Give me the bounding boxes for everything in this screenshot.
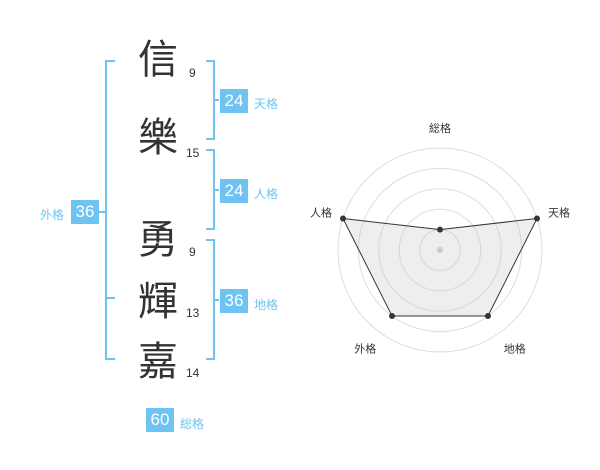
- radar-point-1: [534, 215, 541, 222]
- name-char-5: 嘉: [138, 339, 178, 385]
- radar-point-4: [339, 215, 346, 222]
- radar-axis-label: 総格: [429, 121, 451, 135]
- radar-series-polygon: [342, 217, 538, 317]
- tenkaku-label: 天格: [254, 97, 279, 111]
- gaikaku-label: 外格: [40, 208, 65, 222]
- radar-axis-label: 外格: [354, 342, 376, 356]
- stroke-count-2: 15: [186, 146, 200, 160]
- stroke-count-1: 9: [189, 66, 196, 80]
- name-char-1: 信: [138, 37, 178, 83]
- radar-axis-label: 地格: [504, 342, 526, 356]
- radar-grid-ring: [378, 188, 502, 312]
- stroke-count-5: 14: [186, 366, 200, 380]
- radar-center-dot: [437, 247, 443, 253]
- soukaku-badge: 60: [146, 408, 174, 432]
- name-char-4: 輝: [138, 279, 178, 325]
- radar-point-3: [389, 313, 396, 320]
- stroke-count-4: 13: [186, 306, 200, 320]
- soukaku-label: 総格: [180, 417, 205, 431]
- radar-axis-label: 天格: [548, 205, 570, 219]
- name-char-2: 樂: [138, 115, 178, 161]
- chikaku-label: 地格: [254, 298, 279, 312]
- radar-grid-ring: [398, 208, 482, 292]
- gaikaku-badge: 36: [71, 200, 99, 224]
- jinkaku-label: 人格: [254, 187, 279, 201]
- radar-axis-label: 人格: [310, 205, 332, 219]
- tenkaku-badge: 24: [220, 89, 248, 113]
- radar-point-2: [484, 313, 491, 320]
- radar-point-0: [437, 226, 443, 233]
- name-char-3: 勇: [138, 217, 178, 263]
- radar-grid-ring: [337, 147, 543, 353]
- chikaku-badge: 36: [220, 289, 248, 313]
- jinkaku-badge: 24: [220, 179, 248, 203]
- stroke-count-3: 9: [189, 245, 196, 259]
